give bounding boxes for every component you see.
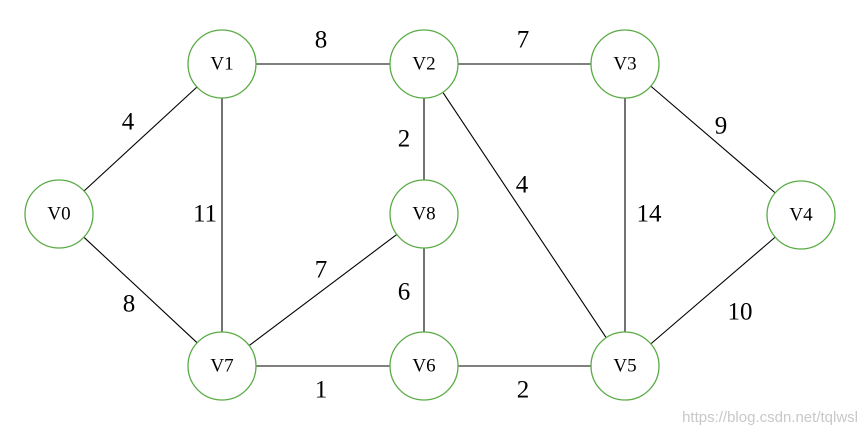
edge-weight-v6-v8: 6 [398,279,411,306]
node-circle-v4 [766,180,836,250]
node-v1: V1 [187,29,257,99]
edge-v0-v1 [83,86,198,192]
edge-weight-v0-v1: 4 [122,109,135,136]
node-v7: V7 [187,331,257,401]
node-label-v2: V2 [412,54,435,75]
edge-weight-v2-v3: 7 [517,27,530,54]
edge-weight-v0-v7: 8 [123,291,136,318]
node-v3: V3 [590,29,660,99]
edge-weight-v5-v6: 2 [517,377,530,404]
node-v5: V5 [590,331,660,401]
node-label-v6: V6 [412,356,435,377]
node-circle-v2 [389,29,459,99]
node-v4: V4 [766,180,836,250]
node-label-v8: V8 [412,204,435,225]
edge-weight-v1-v2: 8 [315,27,328,54]
node-circle-v7 [187,331,257,401]
node-label-v4: V4 [789,205,813,226]
node-circle-v6 [389,331,459,401]
edges-layer [83,63,776,367]
node-label-v1: V1 [210,54,233,75]
node-v6: V6 [389,331,459,401]
edge-weights-layer: 4 8 8 11 7 2 4 9 14 10 2 1 6 7 [122,27,753,404]
node-v2: V2 [389,29,459,99]
node-circle-v3 [590,29,660,99]
edge-v2-v5 [442,91,607,339]
node-circle-v8 [389,179,459,249]
edge-v0-v7 [83,236,198,344]
node-v8: V8 [389,179,459,249]
edge-weight-v3-v4: 9 [715,113,728,140]
node-label-v3: V3 [613,54,636,75]
edge-weight-v6-v7: 1 [315,377,328,404]
node-circle-v1 [187,29,257,99]
node-label-v0: V0 [47,204,70,225]
edge-weight-v4-v5: 10 [728,299,753,326]
node-label-v5: V5 [613,356,636,377]
node-label-v7: V7 [210,356,233,377]
node-circle-v0 [24,179,94,249]
edge-v4-v5 [650,236,776,345]
edge-v7-v8 [248,234,398,346]
watermark-text: https://blog.csdn.net/tqlwsl [682,409,858,426]
edge-weight-v1-v7: 11 [193,201,217,228]
edge-weight-v2-v8: 2 [398,126,411,153]
edge-weight-v3-v5: 14 [637,201,663,228]
node-circle-v5 [590,331,660,401]
edge-weight-v2-v5: 4 [516,172,529,199]
node-v0: V0 [24,179,94,249]
edge-v3-v4 [650,85,776,194]
edge-weight-v7-v8: 7 [315,257,328,284]
